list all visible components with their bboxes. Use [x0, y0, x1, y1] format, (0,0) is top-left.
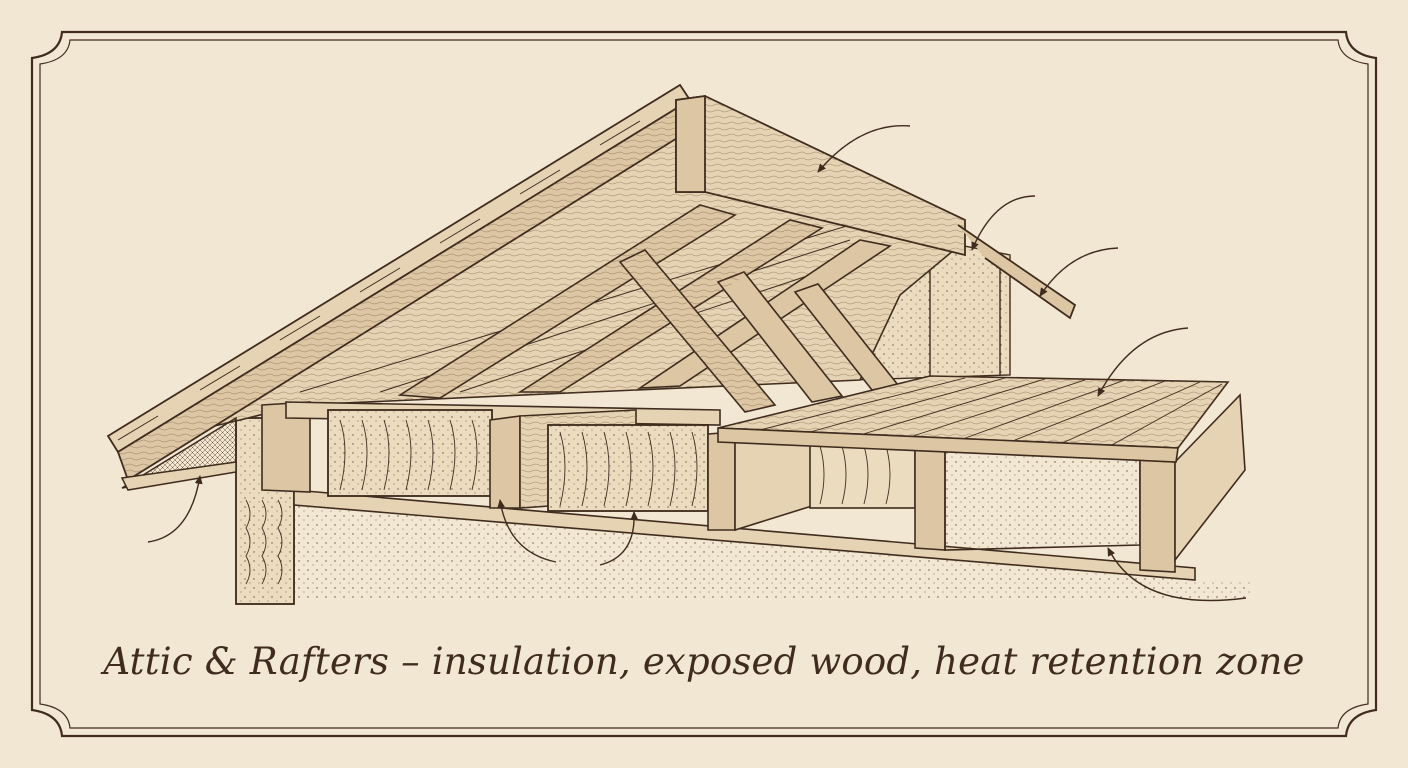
insulation-pointer [599, 511, 639, 566]
roof-edge-pointer [1039, 247, 1119, 297]
decorative-frame [30, 30, 1378, 738]
roof-edge [106, 83, 692, 482]
rafters [397, 204, 900, 413]
ridge-beam-pointer [817, 125, 911, 173]
floor-boards-pointer [1097, 327, 1189, 397]
insulation-joists [261, 393, 1246, 573]
ceiling-slab [293, 489, 1250, 600]
callout-pointers [147, 125, 1247, 602]
eave-vent-pointer [147, 475, 203, 543]
ceiling-pointer [1107, 547, 1247, 602]
eave-soffit [120, 416, 237, 491]
diagram-caption: Attic & Rafters – insulation, exposed wo… [103, 640, 1305, 683]
rafter-end-pointer [971, 195, 1036, 251]
joist-pointer [497, 499, 557, 563]
